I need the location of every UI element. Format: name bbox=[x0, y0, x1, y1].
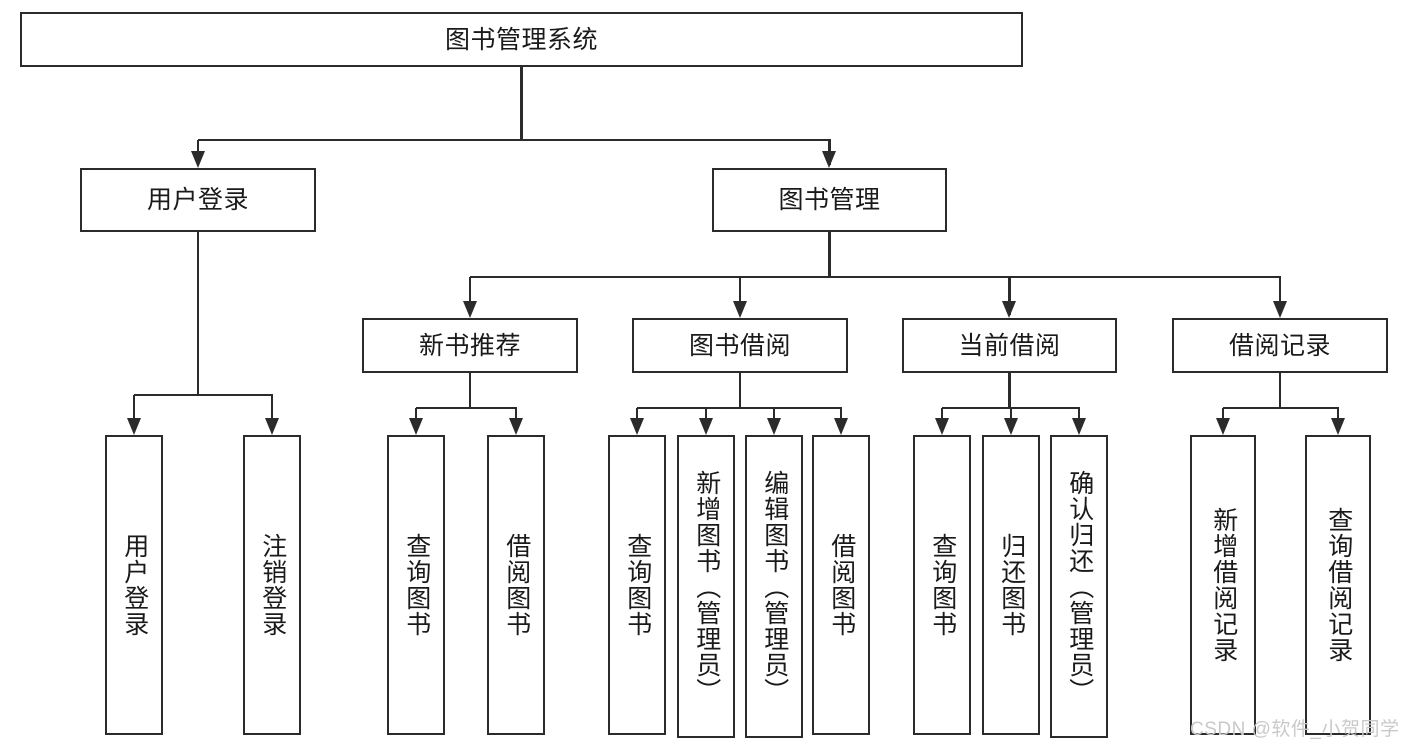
connector-drop bbox=[468, 277, 472, 315]
arrow-head-icon bbox=[766, 418, 781, 435]
connector-trunk bbox=[520, 67, 523, 140]
leaf-node-label: 查询借阅记录 bbox=[1324, 507, 1353, 663]
leaf-node-label: 新增借阅记录 bbox=[1209, 507, 1238, 663]
leaf-node[interactable]: 编辑图书（管理员） bbox=[745, 435, 803, 738]
connector-trunk bbox=[1278, 373, 1282, 408]
connector-trunk bbox=[1008, 373, 1011, 408]
leaf-node[interactable]: 查询图书 bbox=[608, 435, 666, 735]
leaf-node-label: 用户登录 bbox=[120, 533, 149, 637]
leaf-node-label: 确认归还（管理员） bbox=[1065, 469, 1094, 704]
leaf-node[interactable]: 查询借阅记录 bbox=[1305, 435, 1371, 735]
arrow-head-icon bbox=[629, 418, 644, 435]
connector-trunk bbox=[468, 373, 472, 408]
leaf-node[interactable]: 借阅图书 bbox=[487, 435, 545, 735]
connector-drop bbox=[1008, 277, 1011, 315]
leaf-node[interactable]: 用户登录 bbox=[105, 435, 163, 735]
leaf-node[interactable]: 新增借阅记录 bbox=[1190, 435, 1256, 735]
connector-drop bbox=[738, 277, 742, 315]
node-root[interactable]: 图书管理系统 bbox=[20, 12, 1023, 67]
node-borrow-record[interactable]: 借阅记录 bbox=[1172, 318, 1388, 373]
node-root-label: 图书管理系统 bbox=[444, 25, 598, 54]
arrow-head-icon bbox=[1272, 301, 1287, 318]
arrow-head-icon bbox=[1071, 418, 1086, 435]
connector-drop bbox=[132, 395, 136, 432]
arrow-head-icon bbox=[1003, 418, 1018, 435]
arrow-head-icon bbox=[1002, 301, 1016, 318]
arrow-head-icon bbox=[1215, 418, 1230, 435]
connector-drop bbox=[270, 395, 274, 432]
leaf-node[interactable]: 新增图书（管理员） bbox=[677, 435, 735, 738]
connector-bus bbox=[198, 138, 831, 142]
arrow-head-icon bbox=[1330, 418, 1345, 435]
arrow-head-icon bbox=[408, 418, 423, 435]
arrow-head-icon bbox=[190, 151, 205, 168]
node-current-borrow[interactable]: 当前借阅 bbox=[902, 318, 1117, 373]
node-book-borrow[interactable]: 图书借阅 bbox=[632, 318, 848, 373]
connector-drop bbox=[1278, 277, 1282, 315]
leaf-node[interactable]: 归还图书 bbox=[982, 435, 1040, 735]
leaf-node-label: 归还图书 bbox=[997, 533, 1026, 637]
connector-bus bbox=[637, 406, 843, 410]
leaf-node-label: 新增图书（管理员） bbox=[692, 469, 721, 704]
leaf-node[interactable]: 借阅图书 bbox=[812, 435, 870, 735]
leaf-node-label: 查询图书 bbox=[928, 533, 957, 637]
leaf-node[interactable]: 注销登录 bbox=[243, 435, 301, 735]
leaf-node-label: 查询图书 bbox=[623, 533, 652, 637]
connector-trunk bbox=[738, 373, 742, 408]
leaf-node[interactable]: 查询图书 bbox=[913, 435, 971, 735]
arrow-head-icon bbox=[833, 418, 848, 435]
connector-trunk bbox=[196, 232, 200, 395]
node-book-borrow-label: 图书借阅 bbox=[688, 331, 791, 360]
leaf-node[interactable]: 确认归还（管理员） bbox=[1050, 435, 1108, 738]
leaf-node-label: 借阅图书 bbox=[827, 533, 856, 637]
leaf-node-label: 注销登录 bbox=[258, 533, 287, 637]
csdn-watermark: CSDN @软件_小贺同学 bbox=[1190, 719, 1400, 740]
connector-bus bbox=[1223, 406, 1340, 410]
arrow-head-icon bbox=[822, 151, 836, 168]
node-new-book-recommend[interactable]: 新书推荐 bbox=[362, 318, 578, 373]
node-book-management-label: 图书管理 bbox=[778, 186, 881, 214]
arrow-head-icon bbox=[732, 301, 747, 318]
arrow-head-icon bbox=[462, 301, 477, 318]
arrow-head-icon bbox=[264, 418, 279, 435]
arrow-head-icon bbox=[698, 418, 713, 435]
connector-bus bbox=[134, 393, 274, 397]
node-user-login[interactable]: 用户登录 bbox=[80, 168, 316, 232]
connector-trunk bbox=[828, 232, 831, 277]
leaf-node-label: 查询图书 bbox=[402, 533, 431, 637]
arrow-head-icon bbox=[126, 418, 141, 435]
node-borrow-record-label: 借阅记录 bbox=[1228, 331, 1331, 360]
arrow-head-icon bbox=[934, 418, 949, 435]
leaf-node-label: 编辑图书（管理员） bbox=[760, 469, 789, 704]
node-user-login-label: 用户登录 bbox=[146, 186, 249, 214]
node-book-management[interactable]: 图书管理 bbox=[712, 168, 947, 232]
arrow-head-icon bbox=[508, 418, 523, 435]
connector-bus bbox=[470, 275, 1282, 279]
connector-bus bbox=[416, 406, 518, 410]
leaf-node-label: 借阅图书 bbox=[502, 533, 531, 637]
node-current-borrow-label: 当前借阅 bbox=[958, 331, 1061, 360]
node-new-book-recommend-label: 新书推荐 bbox=[418, 331, 521, 360]
leaf-node[interactable]: 查询图书 bbox=[387, 435, 445, 735]
